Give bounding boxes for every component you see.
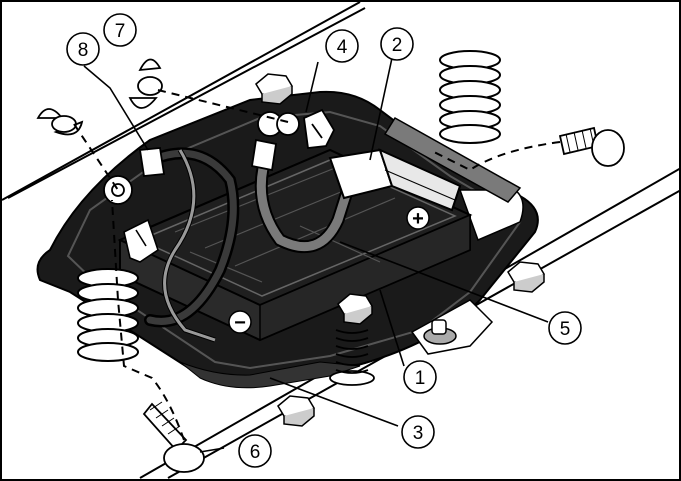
callout-2: 2 — [380, 27, 414, 61]
hex-bolt-bottom — [277, 395, 315, 427]
cable-clip-left — [123, 218, 159, 263]
ground-wire-fill — [163, 149, 216, 342]
callout-1: 1 — [403, 360, 437, 394]
svg-text:8: 8 — [78, 40, 89, 61]
svg-text:6: 6 — [250, 442, 261, 463]
terminal-cover — [328, 148, 462, 212]
callout-3: 3 — [401, 415, 435, 449]
svg-text:4: 4 — [337, 37, 348, 58]
negative-cable-fill — [146, 149, 237, 325]
negative-terminal-symbol: − — [228, 310, 252, 334]
callout-6: 6 — [238, 434, 272, 468]
screw-bottom — [142, 401, 205, 473]
svg-text:3: 3 — [413, 423, 424, 444]
svg-text:−: − — [234, 312, 246, 334]
callout-7: 7 — [103, 13, 137, 47]
svg-text:+: + — [412, 208, 424, 230]
wing-nut-upper — [128, 58, 163, 109]
positive-cable-fill — [256, 145, 357, 252]
hex-bolt-top — [255, 73, 293, 105]
hex-bolt-right — [507, 261, 545, 293]
spring-bottom-center — [329, 329, 375, 386]
negative-ring-terminal — [103, 147, 166, 205]
callout-4: 4 — [325, 29, 359, 63]
mounting-bracket — [410, 299, 494, 355]
callout-leaders — [83, 57, 549, 453]
spring-top-right — [439, 50, 501, 144]
positive-terminal-bolt — [276, 108, 336, 149]
assembly-dashed-lines — [73, 89, 561, 441]
svg-text:7: 7 — [115, 21, 126, 42]
carriage-bolt-right — [558, 126, 625, 167]
callout-8: 8 — [66, 32, 100, 66]
hex-bolt-center — [337, 293, 373, 325]
spring-left — [77, 268, 139, 362]
svg-text:5: 5 — [560, 319, 571, 340]
callout-5: 5 — [548, 311, 582, 345]
svg-text:1: 1 — [415, 368, 426, 389]
positive-terminal-symbol: + — [406, 206, 430, 230]
svg-text:2: 2 — [392, 35, 403, 56]
